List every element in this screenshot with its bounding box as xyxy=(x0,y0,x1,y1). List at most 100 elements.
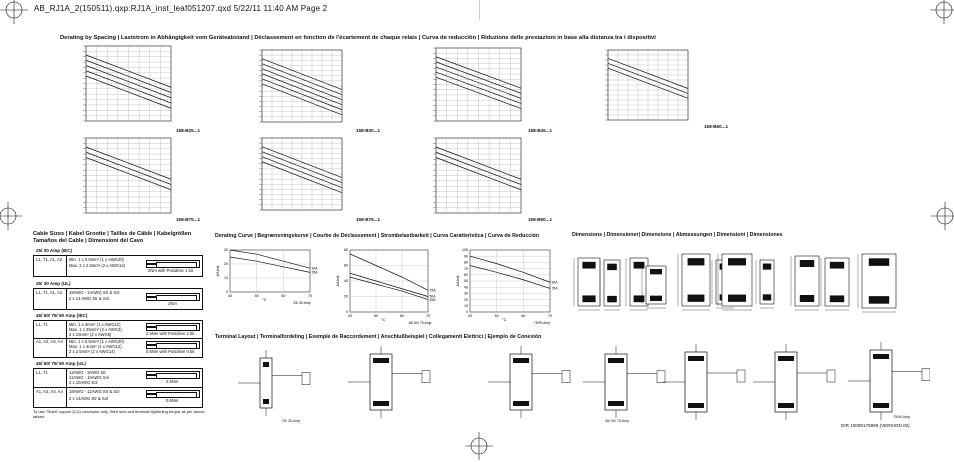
terminal-block xyxy=(688,356,704,361)
curve-series-label: 75A xyxy=(552,287,559,291)
wire-strip-icon xyxy=(146,371,200,380)
curve-y-tick-label: 40 xyxy=(464,285,468,289)
curve-y-tick-label: 40 xyxy=(344,279,348,283)
document-id: DIR 10000175999 (VERSION 00) xyxy=(841,423,910,428)
curve-frame xyxy=(229,249,311,293)
cable-torque: 2Nm xyxy=(168,301,177,306)
spacing-series-line xyxy=(85,54,172,88)
spacing-series-line xyxy=(85,59,172,93)
terminal-block xyxy=(607,295,617,303)
cable-spec: 2 x 2.5mm² (2 x AWG14) xyxy=(69,349,115,354)
wire-strip-icon xyxy=(146,260,200,269)
curve-series-label: 75A xyxy=(430,289,437,293)
terminal-wiring-diagrams xyxy=(238,342,930,420)
cable-note: To use 75deG copper (CU) conductor only.… xyxy=(33,409,205,419)
spacing-series-line xyxy=(261,68,343,101)
spacing-series-line xyxy=(85,157,172,191)
terminal-block xyxy=(608,401,624,406)
cable-torque: 2Nm with Posidrive 1 bit xyxy=(148,268,193,273)
spacing-series-line xyxy=(85,75,172,109)
wire-strip-icon xyxy=(146,293,200,302)
spacing-chart-5 xyxy=(259,137,343,211)
terminal-block xyxy=(728,294,746,302)
curve-x-tick-label: 70 xyxy=(308,294,312,298)
spacing-series-line xyxy=(435,157,522,191)
derating-spacing-title: Derating by Spacing | Laststrom in Abhän… xyxy=(60,35,656,41)
curve-x-axis-label: °C xyxy=(262,297,267,302)
curve-y-tick-label: 20 xyxy=(344,295,348,299)
curve-y-tick-label: 60 xyxy=(464,273,468,277)
cable-table-2: L1, T1, A1, A2 18AWG - 14AWG Str & Sol 2… xyxy=(33,288,203,310)
curve-series-line xyxy=(349,253,429,291)
cable-table-1: L1, T1, A1, A2 Min. 1 x 0.5mm² (1 x AWG2… xyxy=(33,255,203,277)
wire-strip-icon xyxy=(146,390,200,399)
registration-mark-top-right xyxy=(930,0,954,24)
load-box xyxy=(421,370,431,383)
cable-group-heading-2: 25/ 30 Amp (UL) xyxy=(36,281,71,286)
dimensions-title: Dimensions | Dimensioner| Dimensions | A… xyxy=(572,232,783,238)
terminal-block xyxy=(633,261,645,269)
spacing-chart-0 xyxy=(83,45,172,122)
cable-group-heading-3: 45/ 50/ 75/ 90 Amp (IEC) xyxy=(36,313,88,318)
chart-label-b90: 158-B90...1 xyxy=(528,217,553,222)
chart-label-b50: 158-B50...1 xyxy=(704,124,729,129)
terminal-block xyxy=(873,354,889,359)
terminal-block xyxy=(829,261,845,269)
terminal-block xyxy=(829,295,845,303)
curve-y-tick-label: 90 xyxy=(464,254,468,258)
cable-spec: Min. 1 x 0.5mm² (1 x AWG20) xyxy=(69,257,124,262)
curve-series-line xyxy=(229,249,311,269)
spacing-series-line xyxy=(435,71,522,104)
cable-spec: 2 x 14AWG Str & Sol xyxy=(69,396,108,401)
curve-series-line xyxy=(349,272,429,297)
cable-spec: 12AWG - 3AWG Str xyxy=(69,370,106,375)
wiring-diagram-3 xyxy=(583,346,666,418)
dimension-outline-10 xyxy=(857,253,897,313)
load-box xyxy=(736,369,746,383)
spacing-series-line xyxy=(85,151,172,185)
cable-table-4: L1, T1 12AWG - 3AWG Str 12AWG - 10AWG So… xyxy=(33,368,203,408)
file-header: AB_RJ1A_2(150511).qxp:RJ1A_inst_leaf0512… xyxy=(34,4,328,13)
spacing-series-line xyxy=(261,58,343,90)
terminal-block xyxy=(687,258,705,266)
curve-caption: 75/90 Amp xyxy=(534,321,550,325)
terminal-block xyxy=(263,399,269,404)
curve-y-tick-label: 20 xyxy=(464,298,468,302)
spacing-series-line xyxy=(85,65,172,99)
terminal-block xyxy=(650,295,662,301)
cable-term: L1, T1 xyxy=(36,322,48,327)
terminal-label-75-90: 75/90 Amp xyxy=(893,415,911,419)
cable-table-3: L1, T1 Min. 1 x 4mm² (1 x AWG12) Max. 1 … xyxy=(33,320,203,358)
wiring-diagram-4 xyxy=(663,344,746,420)
cable-spec: 2 x 10mm² (2 x AWG6) xyxy=(69,332,112,337)
spacing-series-line xyxy=(435,151,522,185)
spacing-series-line xyxy=(435,146,522,180)
terminal-layout-title: Terminal Layout | Terminalfordeling | Ex… xyxy=(215,334,542,340)
spacing-series-line xyxy=(261,151,343,183)
load-box xyxy=(656,370,666,383)
curve-y-tick-label: 70 xyxy=(464,267,468,271)
spacing-series-line xyxy=(85,70,172,104)
cable-torque: 0.6Nm with Posidrive 0 bit xyxy=(146,349,195,354)
curve-series-label: 30A xyxy=(312,266,319,270)
curve-series-label: 45A xyxy=(430,298,437,302)
cable-sizes-title: Cable Sizes | Kabel Grootte | Tailles de… xyxy=(33,231,192,244)
curve-y-tick-label: 30 xyxy=(464,292,468,296)
terminal-block xyxy=(687,294,705,302)
device-outline xyxy=(645,265,667,305)
load-box xyxy=(561,370,571,383)
cable-spec: Max. 1 x 25mm² (2 x AWG3) xyxy=(69,327,122,332)
curve-y-tick-label: 20 xyxy=(224,262,228,266)
terminal-block xyxy=(513,358,529,363)
cable-spec: 18AWG - 14AWG Str & Sol xyxy=(69,290,120,295)
terminal-block xyxy=(373,401,389,406)
curve-series-line xyxy=(469,255,551,283)
cable-term: A1, A2, A3, A4 xyxy=(36,339,63,344)
cable-group-heading-1: 25/ 30 Amp (IEC) xyxy=(36,248,73,253)
registration-mark-bottom xyxy=(465,432,493,460)
wire-strip-icon xyxy=(146,341,200,350)
curve-x-tick-label: 70 xyxy=(548,314,552,318)
